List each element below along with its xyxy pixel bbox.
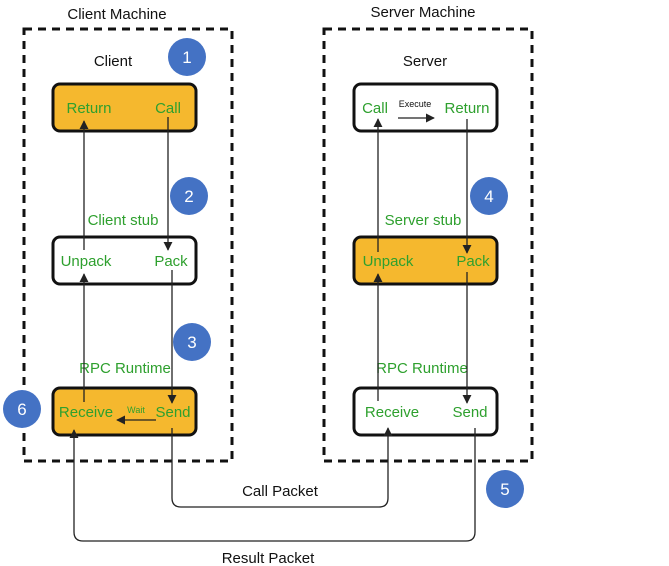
server-pack-label: Pack [456,253,490,270]
server-send-label: Send [452,404,487,421]
client-unpack-label: Unpack [61,253,112,270]
client-box [51,82,198,133]
server-box [352,82,499,133]
result-packet-label: Result Packet [222,550,315,566]
step-badge-circle [470,177,508,215]
step-badge-3: 3 [173,323,211,361]
result-packet-path [69,428,476,542]
step-badge-circle [3,390,41,428]
server-unpack-label: Unpack [363,253,414,270]
call-packet-path [171,427,393,508]
client-label: Client [94,53,133,70]
step-badge-6: 6 [3,390,41,428]
server-stub-label: Server stub [385,212,462,229]
server-receive-label: Receive [365,404,419,421]
step-badge-circle [168,38,206,76]
step-badge-number: 5 [500,480,509,499]
step-badge-2: 2 [170,177,208,215]
client-call-label: Call [155,100,181,117]
server-machine-frame [322,27,534,463]
step-badge-number: 6 [17,400,26,419]
server-call-label: Call [362,100,388,117]
client-send-label: Send [155,404,190,421]
client-runtime-label: RPC Runtime [79,360,171,377]
client-pack-label: Pack [154,253,188,270]
server-runtime-box [352,386,499,437]
step-badge-1: 1 [168,38,206,76]
step-badge-number: 3 [187,333,196,352]
step-badge-number: 2 [184,187,193,206]
step-badge-4: 4 [470,177,508,215]
client-runtime-box [51,386,198,437]
client-machine-title: Client Machine [67,6,166,23]
server-execute-label: Execute [399,99,432,109]
server-stub-box [352,235,499,286]
client-stub-box [51,235,198,286]
step-badge-circle [170,177,208,215]
step-badge-circle [173,323,211,361]
step-badge-5: 5 [486,470,524,508]
server-machine-title: Server Machine [370,4,475,21]
step-badge-number: 1 [182,48,191,67]
client-machine-frame [22,27,234,463]
call-packet-label: Call Packet [242,483,319,500]
server-runtime-label: RPC Runtime [376,360,468,377]
server-label: Server [403,53,447,70]
client-stub-label: Client stub [88,212,159,229]
server-return-label: Return [444,100,489,117]
client-return-label: Return [66,100,111,117]
step-badge-circle [486,470,524,508]
client-wait-label: Wait [127,405,145,415]
client-receive-label: Receive [59,404,113,421]
step-badge-number: 4 [484,187,493,206]
